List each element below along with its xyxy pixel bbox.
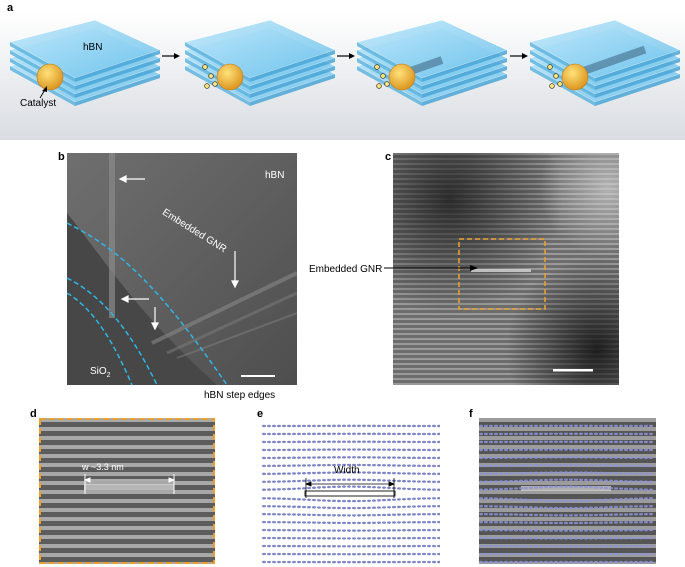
pointer-arrow xyxy=(384,265,478,271)
width-label-e: Width xyxy=(334,465,360,476)
step-edges-label: hBN step edges xyxy=(204,390,276,401)
tem-zoom-d xyxy=(39,418,215,564)
embedded-gnr-label-c: Embedded GNR xyxy=(309,264,383,275)
sequence-arrow xyxy=(510,53,528,59)
panel-letter-a: a xyxy=(7,2,14,14)
tem-overlay-f xyxy=(479,418,656,564)
hbn-stack xyxy=(356,19,508,106)
catalyst-particle xyxy=(388,63,416,91)
gnr-ribbon xyxy=(304,490,396,497)
scale-bar xyxy=(241,375,275,377)
panel-letter-c: c xyxy=(385,151,392,163)
panel-letter-b: b xyxy=(58,151,65,163)
hbn-stack xyxy=(9,19,161,106)
catalyst-particle xyxy=(216,63,244,91)
sem-image-b xyxy=(67,153,297,385)
sequence-arrow xyxy=(162,53,180,59)
hbn-stack xyxy=(184,19,336,106)
panel-letter-e: e xyxy=(257,408,264,420)
step-edge-line xyxy=(67,292,133,385)
tem-image-c xyxy=(393,153,619,385)
sequence-arrow xyxy=(337,53,355,59)
catalyst-label: Catalyst xyxy=(20,98,57,109)
width-marker xyxy=(304,478,396,498)
zoom-region-box xyxy=(458,238,546,310)
width-marker xyxy=(83,474,176,494)
atomic-model-e xyxy=(262,424,440,564)
hbn-stack xyxy=(529,19,681,106)
scale-bar xyxy=(553,369,593,372)
step-edge-line xyxy=(67,222,228,385)
hbn-label-b: hBN xyxy=(265,170,285,181)
step-edge-line xyxy=(67,277,158,385)
panel-letter-d: d xyxy=(30,408,37,420)
panel-letter-f: f xyxy=(469,408,473,420)
schematic-growth-sequence xyxy=(0,12,685,140)
catalyst-particle xyxy=(561,63,589,91)
sio2-label: SiO2 xyxy=(90,366,111,379)
width-annotation: w ~3.3 nm xyxy=(82,462,124,472)
hbn-label-a: hBN xyxy=(83,42,103,53)
catalyst-particle xyxy=(36,63,64,91)
